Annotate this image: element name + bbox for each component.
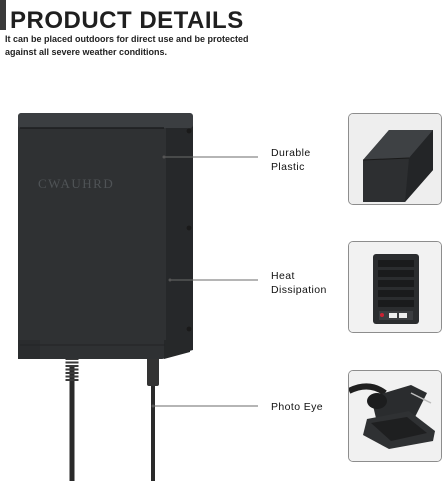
callout-label-line2: Plastic — [271, 161, 305, 173]
housing-side — [163, 116, 193, 358]
housing-front — [18, 113, 166, 359]
callout-label-line2: Dissipation — [271, 284, 327, 296]
page-subtitle: It can be placed outdoors for direct use… — [5, 34, 249, 57]
brand-logo: CWAUHRD — [38, 176, 114, 191]
housing-top — [18, 113, 193, 128]
callout-label-line1: Photo Eye — [271, 401, 324, 413]
inset-heat-dissipation-detail — [348, 241, 442, 333]
callout-label-line1: Durable — [271, 147, 311, 159]
callout-label-line1: Heat — [271, 270, 295, 282]
callout-photo-eye: Photo Eye — [271, 400, 323, 414]
inset-photo-eye-detail — [348, 370, 442, 462]
photo-eye-plug — [147, 356, 159, 386]
inset-durable-plastic-detail — [348, 113, 442, 205]
title-accent-bar — [0, 0, 6, 30]
callout-durable-plastic: Durable Plastic — [271, 146, 311, 174]
page-title: PRODUCT DETAILS — [10, 7, 244, 34]
callout-heat-dissipation: Heat Dissipation — [271, 269, 327, 297]
